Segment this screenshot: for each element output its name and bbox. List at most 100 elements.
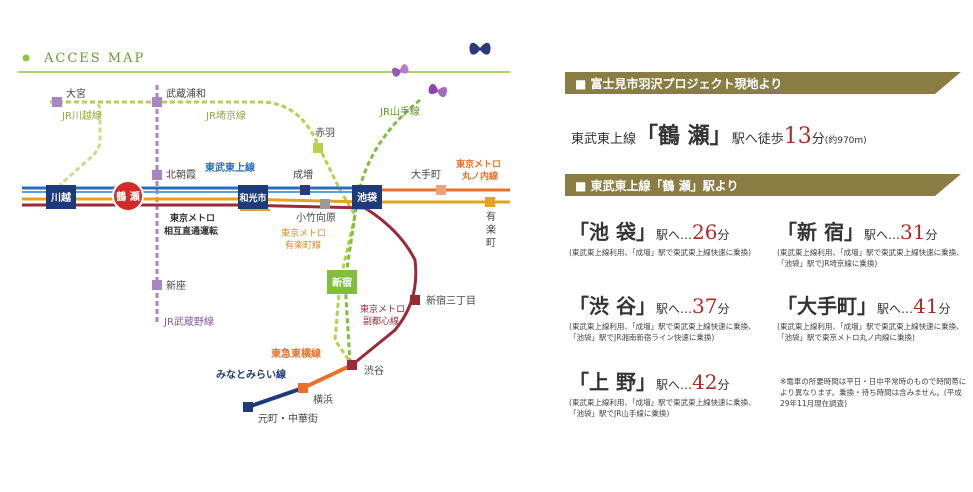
label-narimasu: 成増 bbox=[293, 168, 313, 181]
line-metro-fukutoshin bbox=[22, 203, 418, 367]
dest-suffix: 駅へ… bbox=[655, 378, 692, 392]
label-kotake: 小竹向原 bbox=[296, 211, 336, 224]
access-panel: ■ 富士見市羽沢プロジェクト現地より 東武東上線「鶴 瀬」駅へ徒歩13分(約97… bbox=[565, 66, 970, 486]
dest-name: 「渋 谷」 bbox=[569, 294, 656, 318]
dest-unit: 分 bbox=[717, 302, 730, 316]
label-yurakucho-3: 町 bbox=[486, 238, 496, 249]
station-box-shinjuku bbox=[327, 270, 357, 294]
label-shinjuku-sanchome: 新宿三丁目 bbox=[426, 294, 476, 307]
butterfly-icon bbox=[428, 83, 448, 98]
station-marker-akabane bbox=[313, 143, 323, 153]
dest-note: (東武東上線利用、「成増」駅で東武東上線快速に乗換、「池袋」駅でJR湘南新宿ライ… bbox=[569, 322, 756, 342]
dest-minutes: 42 bbox=[691, 370, 718, 394]
line-minatomirai bbox=[247, 386, 304, 409]
dest-minutes: 37 bbox=[691, 294, 718, 318]
station-label-shinjuku: 新宿 bbox=[332, 276, 352, 289]
label-yurakucho-line-1: 東京メトロ bbox=[281, 227, 326, 239]
station-marker-shibuya bbox=[347, 360, 357, 370]
line-jr-saikyo bbox=[50, 100, 357, 363]
dest-note: (東武東上線利用、「成増」駅で東武東上線快速に乗換、「池袋」駅でJR山手線に乗換… bbox=[569, 398, 756, 418]
walk-unit: 分 bbox=[811, 132, 825, 147]
dest-name: 「池 袋」 bbox=[569, 220, 656, 244]
label-yurakucho-2: 楽 bbox=[486, 223, 496, 236]
dest-note: (東武東上線利用、「成増」駅で東武東上線快速に乗換) bbox=[569, 248, 752, 257]
label-marunouchi-2: 丸ノ内線 bbox=[461, 170, 498, 182]
station-marker-kotake bbox=[320, 199, 330, 209]
label-shibuya: 渋谷 bbox=[364, 364, 384, 377]
label-fukutoshin-1: 東京メトロ bbox=[360, 303, 405, 315]
header-from-site: ■ 富士見市羽沢プロジェクト現地より bbox=[565, 72, 970, 94]
dest-name: 「大手町」 bbox=[777, 294, 877, 318]
station-label-tsuruse: 鶴 瀬 bbox=[116, 190, 139, 203]
label-jr-kawagoe: JR川越線 bbox=[61, 109, 102, 122]
label-musashi-urawa: 武蔵浦和 bbox=[166, 87, 206, 100]
dest-unit: 分 bbox=[925, 228, 938, 242]
station-circle-tsuruse bbox=[112, 180, 144, 212]
label-yurakucho-line-2: 有楽町線 bbox=[285, 239, 321, 251]
dest-unit: 分 bbox=[717, 228, 730, 242]
walk-station: 「鶴 瀬」 bbox=[636, 123, 732, 149]
label-metro-sogo-1: 東京メトロ bbox=[170, 212, 215, 224]
station-marker-motomachi bbox=[243, 402, 253, 412]
dest-suffix: 駅へ… bbox=[877, 302, 914, 316]
station-marker-yurakucho bbox=[485, 197, 495, 207]
label-yokohama: 横浜 bbox=[313, 393, 333, 406]
station-marker-shinjuku-sanchome bbox=[410, 295, 420, 305]
walk-info: 東武東上線「鶴 瀬」駅へ徒歩13分(約970m) bbox=[571, 118, 867, 150]
station-marker-kita-asaka bbox=[152, 170, 162, 180]
label-minatomirai: みなとみらい線 bbox=[216, 368, 286, 381]
dest-ikebukuro: 「池 袋」駅へ…26分 (東武東上線利用、「成増」駅で東武東上線快速に乗換) bbox=[569, 216, 759, 258]
dest-suffix: 駅へ… bbox=[655, 228, 692, 242]
header-from-tsuruse: ■ 東武東上線「鶴 瀬」駅より bbox=[565, 174, 970, 196]
station-marker-yokohama bbox=[298, 383, 308, 393]
dest-unit: 分 bbox=[717, 378, 730, 392]
dest-minutes: 41 bbox=[913, 294, 939, 318]
station-label-wakoshi: 和光市 bbox=[238, 192, 266, 204]
label-akabane: 赤羽 bbox=[315, 127, 335, 139]
label-yurakucho-1: 有 bbox=[486, 210, 496, 223]
map-title: ACCES MAP bbox=[43, 51, 145, 66]
label-fukutoshin-2: 副都心線 bbox=[363, 315, 399, 327]
dest-ueno: 「上 野」駅へ…42分 (東武東上線利用、「成増」駅で東武東上線快速に乗換、「池… bbox=[569, 366, 759, 419]
label-tokyu-toyoko: 東急東横線 bbox=[271, 347, 321, 360]
label-tobu-tojo: 東武東上線 bbox=[205, 161, 255, 174]
station-marker-narimasu bbox=[300, 185, 310, 195]
station-marker-niiza bbox=[152, 280, 162, 290]
line-tokyu-toyoko bbox=[302, 363, 353, 390]
dest-shinjuku: 「新 宿」駅へ…31分 (東武東上線利用、「成増」駅で東武東上線快速に乗換、「池… bbox=[777, 216, 967, 269]
label-marunouchi-1: 東京メトロ bbox=[456, 158, 501, 170]
dest-note: (東武東上線利用、「成増」駅で東武東上線快速に乗換、「池袋」駅で東京メトロ丸ノ内… bbox=[777, 322, 964, 342]
butterfly-icon bbox=[469, 42, 491, 55]
station-box-ikebukuro bbox=[352, 185, 382, 209]
walk-minutes: 13 bbox=[783, 124, 812, 149]
label-otemachi: 大手町 bbox=[411, 168, 441, 181]
station-marker-musashi-urawa bbox=[152, 97, 162, 107]
label-jr-saikyo: JR埼京線 bbox=[205, 109, 246, 122]
access-map: ACCES MAP 川越 鶴 瀬 bbox=[18, 42, 510, 425]
title-bullet bbox=[22, 54, 30, 62]
station-box-wakoshi bbox=[238, 185, 268, 209]
dest-minutes: 31 bbox=[899, 220, 926, 244]
station-label-kawagoe: 川越 bbox=[50, 191, 72, 204]
label-metro-sogo-2: 相互直通運転 bbox=[164, 225, 218, 237]
label-motomachi: 元町・中華街 bbox=[258, 412, 318, 425]
dest-suffix: 駅へ… bbox=[655, 302, 692, 316]
station-marker-omiya bbox=[52, 97, 62, 107]
label-omiya: 大宮 bbox=[66, 87, 86, 100]
header-from-tsuruse-text: ■ 東武東上線「鶴 瀬」駅より bbox=[575, 179, 739, 193]
dest-shibuya: 「渋 谷」駅へ…37分 (東武東上線利用、「成増」駅で東武東上線快速に乗換、「池… bbox=[569, 290, 759, 343]
station-marker-otemachi bbox=[436, 185, 446, 195]
label-kita-asaka: 北朝霞 bbox=[166, 169, 196, 181]
walk-line: 東武東上線 bbox=[571, 132, 637, 147]
walk-suffix: 駅へ徒歩 bbox=[731, 132, 784, 147]
butterfly-icon bbox=[392, 64, 409, 77]
dest-minutes: 26 bbox=[691, 220, 718, 244]
footnote: ※電車の所要時間は平日・日中平常時のもので時間帯により異なります。乗換・待ち時間… bbox=[780, 377, 967, 408]
dest-otemachi: 「大手町」駅へ…41分 (東武東上線利用、「成増」駅で東武東上線快速に乗換、「池… bbox=[777, 290, 967, 343]
label-jr-yamanote: JR山手線 bbox=[379, 105, 420, 118]
dest-suffix: 駅へ… bbox=[863, 228, 900, 242]
dest-note: (東武東上線利用、「成増」駅で東武東上線快速に乗換、「池袋」駅でJR埼京線に乗換… bbox=[777, 248, 964, 268]
walk-distance: (約970m) bbox=[824, 136, 867, 146]
station-label-ikebukuro: 池袋 bbox=[357, 191, 378, 204]
label-niiza: 新座 bbox=[166, 279, 186, 292]
